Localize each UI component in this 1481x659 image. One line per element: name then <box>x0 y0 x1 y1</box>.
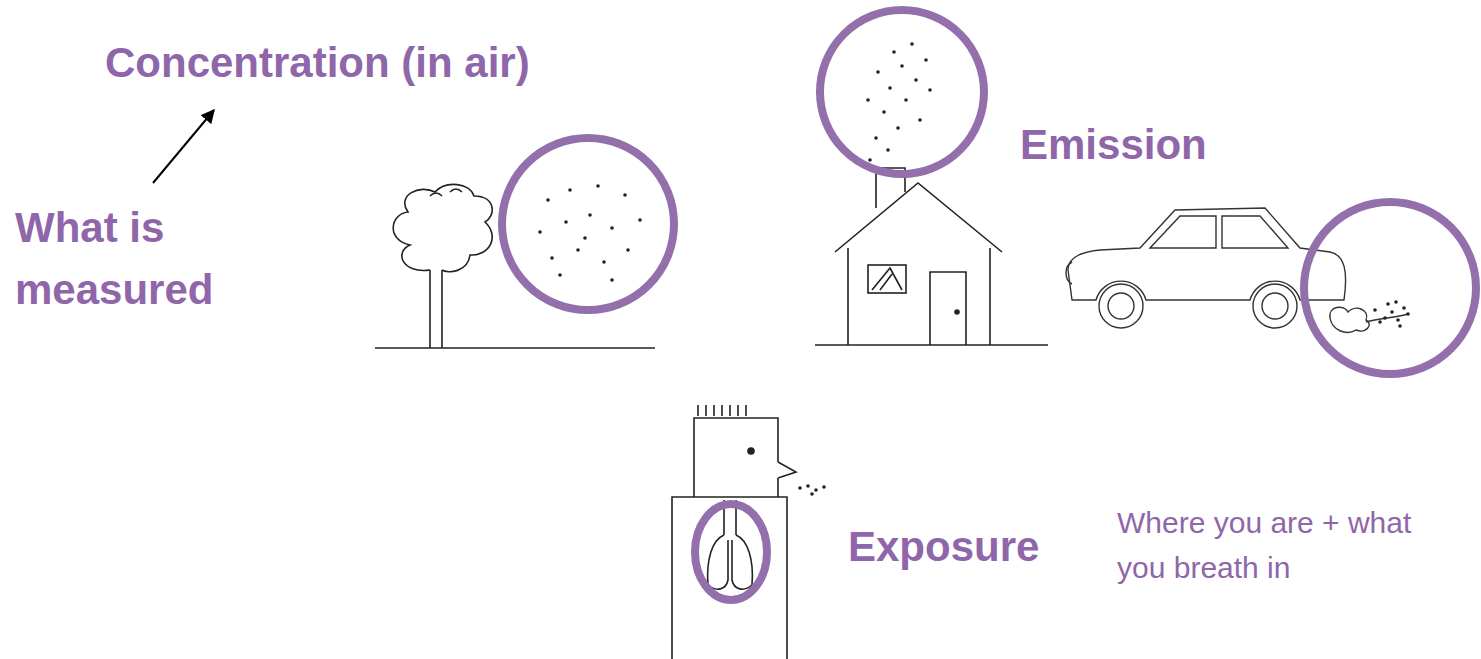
ground-line <box>375 347 655 349</box>
person-hair <box>698 405 746 416</box>
particle-dot <box>1396 318 1400 322</box>
particle-dot <box>596 184 600 188</box>
lungs <box>708 535 753 589</box>
particle-dot <box>910 42 914 46</box>
highlight-circle <box>502 138 674 310</box>
person-eye <box>748 448 754 454</box>
exhaust-trail <box>1366 314 1408 322</box>
particle-dot <box>623 193 627 197</box>
car-scene <box>1066 208 1408 332</box>
particle-dot <box>583 236 587 240</box>
particle-dot <box>602 260 606 264</box>
particle-dot <box>610 278 614 282</box>
window-hatch <box>872 268 902 290</box>
particle-dot <box>900 64 904 68</box>
concentration-label: Concentration (in air) <box>105 32 625 94</box>
exposure-note: Where you are + what you breath in <box>1117 500 1462 590</box>
particle-dot <box>924 58 928 62</box>
particle-dot <box>886 148 890 152</box>
particle-dot <box>1378 320 1382 324</box>
particle-dot <box>1373 308 1377 312</box>
particle-dot <box>874 136 878 140</box>
tree-canopy <box>393 184 492 271</box>
person-nose <box>778 462 796 478</box>
particle-dot <box>1390 310 1394 314</box>
particle-dot <box>904 98 908 102</box>
particle-dot <box>810 492 814 496</box>
measured-note: What is measured <box>15 197 265 321</box>
particle-dot <box>896 126 900 130</box>
exhaust-cloud <box>1330 307 1369 332</box>
house-roof <box>835 183 1002 252</box>
car-wheel <box>1253 284 1297 328</box>
particle-dot <box>546 198 550 202</box>
particle-dot <box>1386 302 1390 306</box>
particle-dot <box>558 273 562 277</box>
particle-dot <box>1394 300 1398 304</box>
particle-dot <box>568 188 572 192</box>
particle-dot <box>538 230 542 234</box>
car-light <box>1066 262 1072 284</box>
highlight-circles <box>502 10 1476 600</box>
highlight-circle <box>1304 202 1476 374</box>
exposure-label: Exposure <box>848 516 1078 578</box>
car-hub <box>1108 293 1134 319</box>
car-window <box>1222 216 1288 248</box>
particle-dot <box>1383 316 1387 320</box>
particle-dot <box>888 86 892 90</box>
particle-dot <box>918 118 922 122</box>
particle-dot <box>798 486 802 490</box>
particle-dot <box>822 485 826 489</box>
highlight-circle <box>820 10 984 174</box>
house-walls <box>848 248 990 345</box>
tree-detail <box>430 189 462 196</box>
door <box>930 272 966 345</box>
person-head <box>694 418 778 497</box>
particle-dot <box>814 488 818 492</box>
leader-arrow <box>153 110 214 183</box>
particle-dot <box>892 50 896 54</box>
particle-dot <box>866 98 870 102</box>
particle-dot <box>1406 312 1410 316</box>
particle-dots <box>538 42 1410 496</box>
ground-line <box>815 344 1048 346</box>
particle-dot <box>868 158 872 162</box>
particle-dot <box>576 248 580 252</box>
particle-dot <box>928 88 932 92</box>
person <box>672 405 796 659</box>
particle-dot <box>638 218 642 222</box>
particle-dot <box>550 256 554 260</box>
window <box>868 265 906 293</box>
car-window <box>1150 216 1216 248</box>
particle-dot <box>588 213 592 217</box>
car-hub <box>1262 293 1288 319</box>
particle-dot <box>806 484 810 488</box>
particle-dot <box>1402 306 1406 310</box>
particle-dot <box>564 220 568 224</box>
particle-dot <box>876 70 880 74</box>
car-wheel <box>1099 284 1143 328</box>
particle-dot <box>610 226 614 230</box>
tree-trunk <box>430 270 442 348</box>
door-knob <box>955 310 959 314</box>
highlight-circle <box>695 504 767 600</box>
particle-dot <box>1398 324 1402 328</box>
particle-dot <box>882 110 886 114</box>
particle-dot <box>626 248 630 252</box>
emission-label: Emission <box>1020 114 1250 176</box>
particle-dot <box>914 78 918 82</box>
person-body <box>672 497 787 659</box>
house-scene <box>815 168 1048 345</box>
